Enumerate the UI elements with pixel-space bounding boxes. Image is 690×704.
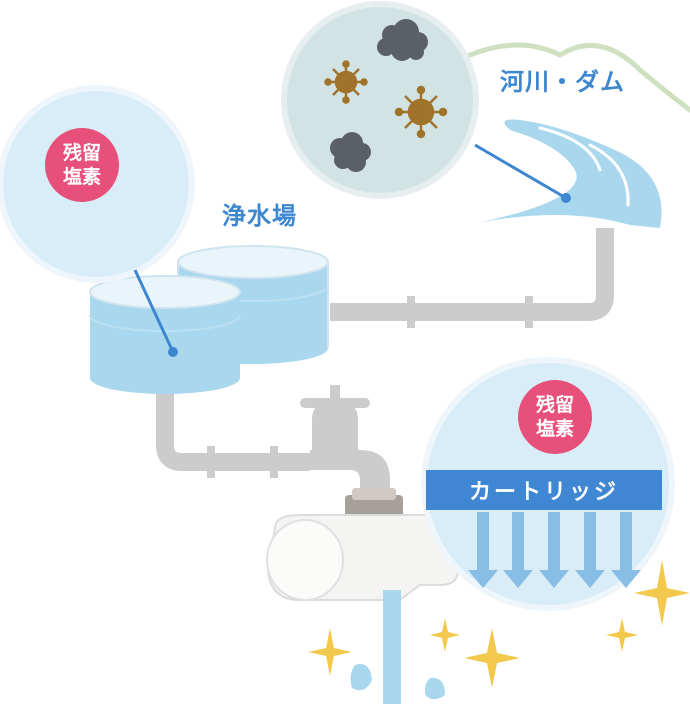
- zoom-circle-river: [281, 1, 479, 199]
- residual-chlorine-badge-plant: 残留 塩素: [45, 128, 119, 202]
- water-filter-icon: [266, 488, 459, 601]
- mountain-outline: [467, 42, 690, 113]
- sparkle-icon: [606, 618, 638, 652]
- pipe-joint: [270, 446, 278, 478]
- sparkle-icon: [464, 628, 520, 688]
- water-plant-label: 浄水場: [222, 202, 297, 230]
- cartridge-label: カートリッジ: [426, 470, 662, 510]
- zoom-pointer-plant: [133, 269, 175, 353]
- faucet-icon: [300, 385, 390, 500]
- down-arrow-icon: [611, 512, 641, 588]
- sparkle-icon: [308, 628, 352, 676]
- river-wave-2: [588, 143, 630, 207]
- residual-chlorine-badge-filter: 残留 塩素: [518, 380, 592, 454]
- water-drop-icon: [350, 664, 372, 691]
- sparkle-icon: [634, 560, 690, 626]
- water-drop-icon: [424, 677, 445, 700]
- plant-tank-front: [89, 275, 241, 394]
- down-arrow-icon: [575, 512, 605, 588]
- badge-line-1: 残留: [535, 394, 574, 416]
- dirt-cloud-icon: [377, 19, 428, 61]
- badge-line-2: 塩素: [535, 418, 574, 440]
- down-arrow-icon: [468, 512, 498, 588]
- river-shape: [468, 119, 662, 228]
- down-arrow-icon: [503, 512, 533, 588]
- pipe-joint: [207, 446, 215, 478]
- pipe-joint: [407, 296, 415, 328]
- badge-line-1: 残留: [62, 142, 101, 164]
- pipe-joint: [525, 296, 533, 328]
- filtered-water-stream: [383, 590, 401, 704]
- zoom-pointer-dot: [561, 193, 571, 203]
- badge-line-2: 塩素: [62, 166, 101, 188]
- pipe-plant-to-faucet: [156, 390, 310, 471]
- pipe-river-to-plant: [330, 228, 614, 321]
- river-dam-label: 河川・ダム: [500, 68, 625, 96]
- germ-icon: [324, 60, 368, 104]
- zoom-pointer-river: [474, 143, 567, 200]
- dirt-cloud-icon: [330, 132, 371, 172]
- zoom-pointer-dot: [168, 347, 178, 357]
- germ-icon: [394, 85, 448, 139]
- down-arrow-icon: [539, 512, 569, 588]
- sparkle-icon: [430, 618, 460, 652]
- river-wave-1: [538, 126, 602, 172]
